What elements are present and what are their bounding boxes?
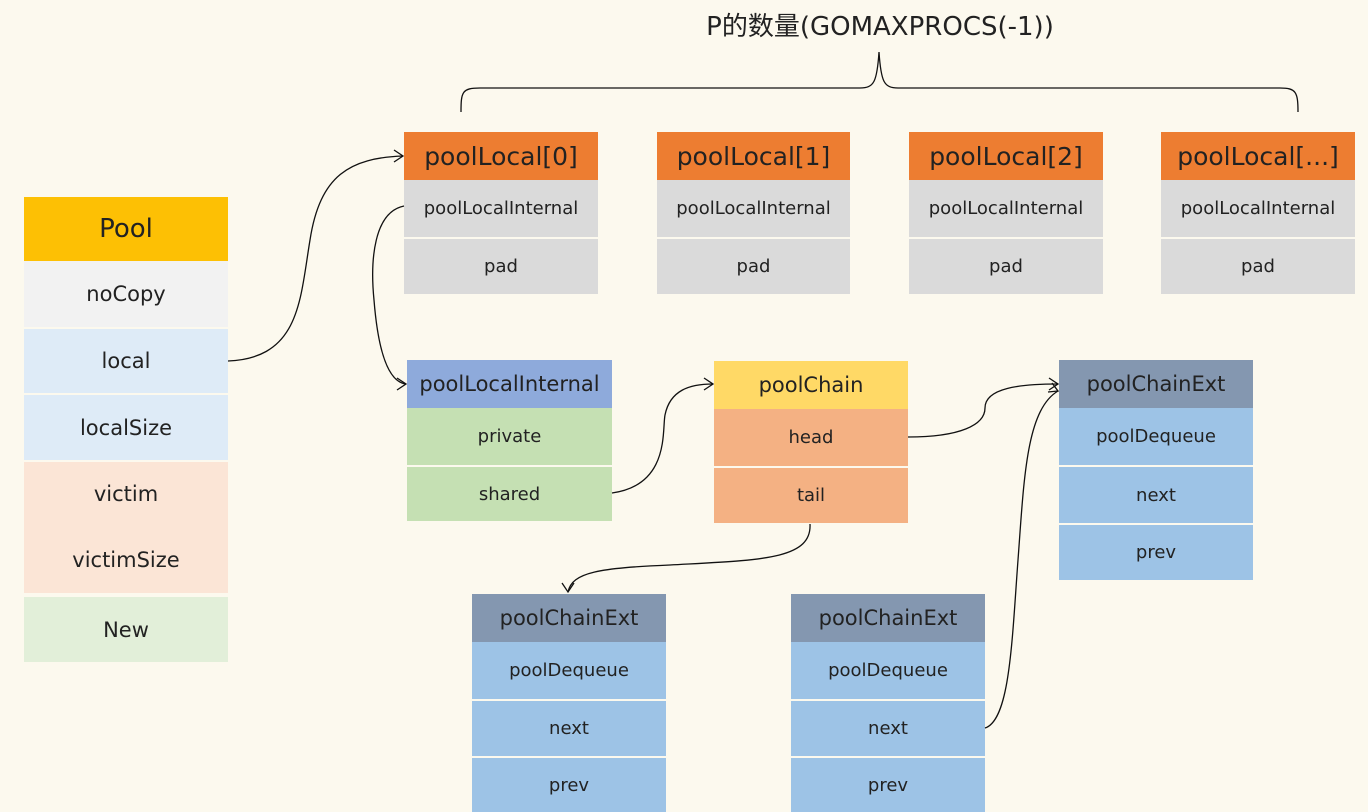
pool-local-header: poolLocal[2] xyxy=(909,132,1103,180)
ext-header: poolChainExt xyxy=(1059,360,1253,408)
pool-chain-ext-middle: poolChainExt poolDequeue next prev xyxy=(791,594,985,812)
arrowhead xyxy=(703,377,715,391)
arrowhead xyxy=(561,582,575,594)
arrowhead xyxy=(1047,382,1060,393)
chain-field-tail: tail xyxy=(714,466,908,523)
ext-field-prev: prev xyxy=(1059,523,1253,580)
ext-field-next: next xyxy=(472,699,666,756)
next-to-chainext-arrow xyxy=(984,390,1059,729)
ext-field-next: next xyxy=(791,699,985,756)
pool-local-0: poolLocal[0] poolLocalInternal pad xyxy=(404,132,598,294)
pool-local-1: poolLocal[1] poolLocalInternal pad xyxy=(657,132,850,294)
pool-local-header: poolLocal[...] xyxy=(1161,132,1355,180)
pool-local-internal: poolLocalInternal private shared xyxy=(407,360,612,521)
pool-field-victim: victim xyxy=(24,460,228,526)
pool-local-header: poolLocal[1] xyxy=(657,132,850,180)
pool-local-more: poolLocal[...] poolLocalInternal pad xyxy=(1161,132,1355,294)
pool-local-field: poolLocalInternal xyxy=(657,180,850,237)
arrowhead xyxy=(396,377,408,391)
tail-to-chainext-arrow xyxy=(567,523,811,593)
arrowhead xyxy=(393,149,405,163)
ext-field-pooldequeue: poolDequeue xyxy=(791,642,985,699)
shared-to-poolchain-arrow xyxy=(611,383,714,494)
chain-header: poolChain xyxy=(714,361,908,409)
ext-field-pooldequeue: poolDequeue xyxy=(472,642,666,699)
pool-local-field: poolLocalInternal xyxy=(1161,180,1355,237)
pool-field-localsize: localSize xyxy=(24,393,228,460)
pool-local-field: pad xyxy=(657,237,850,294)
pool-local-field: pad xyxy=(404,237,598,294)
ext-field-prev: prev xyxy=(791,756,985,812)
diagram-title: P的数量(GOMAXPROCS(-1)) xyxy=(706,12,1054,42)
ext-header: poolChainExt xyxy=(791,594,985,642)
pool-local-field: poolLocalInternal xyxy=(404,180,598,237)
brace xyxy=(460,51,1299,113)
arrowhead xyxy=(1048,377,1060,391)
pool-field-victimsize: victimSize xyxy=(24,526,228,593)
ext-field-next: next xyxy=(1059,465,1253,523)
internal-field-shared: shared xyxy=(407,465,612,521)
pool-local-field: poolLocalInternal xyxy=(909,180,1103,237)
ext-field-prev: prev xyxy=(472,756,666,812)
pool-header: Pool xyxy=(24,197,228,261)
ext-field-pooldequeue: poolDequeue xyxy=(1059,408,1253,465)
local-to-poollocal-arrow xyxy=(227,155,404,362)
chain-field-head: head xyxy=(714,409,908,466)
poollocal-to-internal-arrow xyxy=(372,205,407,385)
pool-local-field: pad xyxy=(1161,237,1355,294)
pool-local-2: poolLocal[2] poolLocalInternal pad xyxy=(909,132,1103,294)
internal-header: poolLocalInternal xyxy=(407,360,612,408)
head-to-chainext-arrow xyxy=(907,383,1059,438)
pool-struct: Pool noCopy local localSize victim victi… xyxy=(24,197,228,662)
pool-local-header: poolLocal[0] xyxy=(404,132,598,180)
pool-local-field: pad xyxy=(909,237,1103,294)
pool-field-local: local xyxy=(24,327,228,393)
pool-field-new: New xyxy=(24,595,228,662)
internal-field-private: private xyxy=(407,408,612,465)
pool-chain: poolChain head tail xyxy=(714,361,908,523)
pool-field-nocopy: noCopy xyxy=(24,261,228,327)
pool-chain-ext-head: poolChainExt poolDequeue next prev xyxy=(1059,360,1253,580)
ext-header: poolChainExt xyxy=(472,594,666,642)
pool-chain-ext-tail: poolChainExt poolDequeue next prev xyxy=(472,594,666,812)
